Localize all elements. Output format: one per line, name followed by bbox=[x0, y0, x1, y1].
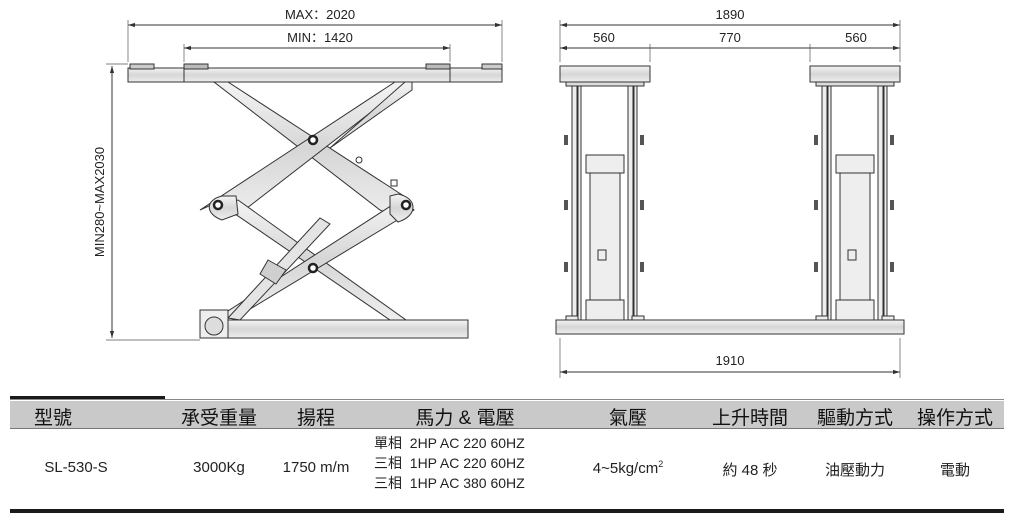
right-lift-unit bbox=[809, 65, 901, 331]
gap-label: 770 bbox=[719, 30, 741, 45]
min-length-label: MIN：1420 bbox=[287, 30, 353, 45]
pivot-pins bbox=[212, 134, 412, 274]
side-view: MAX：2020 MIN：1420 MIN280~MAX2030 bbox=[92, 7, 503, 341]
header-lift-time: 上升時間 bbox=[711, 408, 789, 429]
overall-width-label: 1890 bbox=[716, 7, 745, 22]
right-platform-label: 560 bbox=[845, 30, 867, 45]
air-pressure-value: 4~5kg/cm2 bbox=[593, 459, 663, 477]
header-operation: 操作方式 bbox=[916, 408, 994, 429]
base-frame bbox=[199, 319, 469, 339]
header-lift-height: 揚程 bbox=[296, 408, 336, 429]
platform bbox=[183, 67, 451, 83]
header-model: 型號 bbox=[33, 408, 73, 429]
table-row: SL-530-S 3000Kg 1750 m/m 單相 2HP AC 220 6… bbox=[10, 429, 1004, 509]
header-air-pressure: 氣壓 bbox=[608, 408, 648, 429]
header-power: 馬力 & 電壓 bbox=[415, 408, 515, 429]
left-lift-unit bbox=[559, 65, 651, 331]
header-capacity: 承受重量 bbox=[180, 408, 258, 429]
air-pressure-superscript: 2 bbox=[658, 459, 664, 469]
drive-value: 油壓動力 bbox=[824, 462, 886, 479]
power-three-phase-220: 三相 1HP AC 220 60HZ bbox=[374, 455, 525, 471]
power-single-phase: 單相 2HP AC 220 60HZ bbox=[374, 435, 525, 451]
front-view: 1890 560 770 560 bbox=[555, 7, 905, 378]
technical-drawing: MAX：2020 MIN：1420 MIN280~MAX2030 bbox=[92, 7, 905, 378]
power-three-phase-380: 三相 1HP AC 380 60HZ bbox=[374, 475, 525, 491]
roller-wheel-icon bbox=[204, 316, 224, 336]
operation-value: 電動 bbox=[939, 462, 971, 479]
base-width-label: 1910 bbox=[716, 353, 745, 368]
left-platform-label: 560 bbox=[593, 30, 615, 45]
air-pressure-text: 4~5kg/cm bbox=[592, 460, 659, 477]
max-length-label: MAX：2020 bbox=[285, 7, 355, 22]
model-value: SL-530-S bbox=[44, 459, 108, 476]
front-base-frame bbox=[555, 319, 905, 335]
power-values: 單相 2HP AC 220 60HZ 三相 1HP AC 220 60HZ 三相… bbox=[374, 433, 525, 493]
lift-height-value: 1750 m/m bbox=[282, 459, 350, 476]
table-header: 型號 承受重量 揚程 馬力 & 電壓 氣壓 上升時間 驅動方式 操作方式 bbox=[10, 401, 1004, 429]
scissor-arms bbox=[199, 81, 415, 321]
height-range-label: MIN280~MAX2030 bbox=[92, 147, 107, 257]
header-drive: 驅動方式 bbox=[816, 408, 894, 429]
capacity-value: 3000Kg bbox=[193, 459, 245, 476]
lift-time-value: 約 48 秒 bbox=[722, 462, 778, 479]
